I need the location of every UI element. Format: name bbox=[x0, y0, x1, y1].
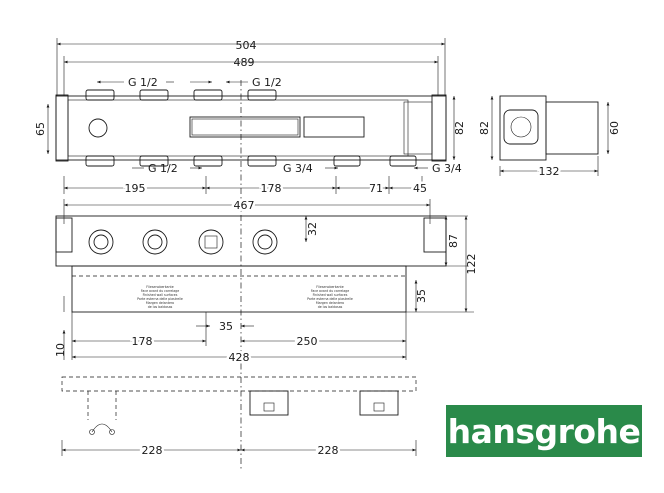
svg-text:Parte esterna delle piastrelle: Parte esterna delle piastrelle bbox=[137, 297, 183, 301]
side-port bbox=[503, 109, 539, 145]
dim-132: 132 bbox=[539, 165, 560, 178]
svg-text:de los baldosas: de los baldosas bbox=[318, 305, 343, 309]
svg-text:Margen delantero: Margen delantero bbox=[146, 301, 174, 305]
dim-82-top: 82 bbox=[453, 121, 466, 135]
dim-87: 87 bbox=[447, 234, 460, 248]
dim-178-front: 178 bbox=[132, 335, 153, 348]
dim-71: 71 bbox=[369, 182, 383, 195]
thread-label-bottom-far-right: G 3/4 bbox=[432, 162, 462, 175]
svg-text:Finished wall surfaces: Finished wall surfaces bbox=[313, 293, 348, 297]
dim-82-side: 82 bbox=[478, 121, 491, 135]
dim-65: 65 bbox=[34, 122, 47, 136]
dim-10: 10 bbox=[54, 343, 67, 357]
side-cartridge bbox=[545, 101, 599, 155]
dim-195: 195 bbox=[125, 182, 146, 195]
thread-label-top-left: G 1/2 bbox=[128, 76, 158, 89]
svg-text:Finished wall surfaces: Finished wall surfaces bbox=[143, 293, 178, 297]
dim-250: 250 bbox=[297, 335, 318, 348]
bracket-right bbox=[431, 94, 447, 162]
dim-35-vertical: 35 bbox=[415, 289, 428, 303]
dim-489: 489 bbox=[234, 56, 255, 69]
dim-228-left: 228 bbox=[142, 444, 163, 457]
side-view: 82 60 132 bbox=[478, 95, 621, 181]
thread-label-bottom-left: G 1/2 bbox=[148, 162, 178, 175]
valve-housing bbox=[55, 95, 447, 161]
outlet-block bbox=[403, 101, 433, 155]
svg-text:Fliesenoberkante: Fliesenoberkante bbox=[316, 285, 343, 289]
front-bracket-right bbox=[423, 217, 447, 253]
opening-left bbox=[189, 116, 301, 138]
front-housing bbox=[55, 215, 447, 267]
opening-left-inner bbox=[191, 118, 299, 136]
svg-text:Parte esterna delle piastrelle: Parte esterna delle piastrelle bbox=[307, 297, 353, 301]
dim-178-top: 178 bbox=[261, 182, 282, 195]
front-ports bbox=[88, 229, 278, 255]
dim-467: 467 bbox=[234, 199, 255, 212]
bottom-outline bbox=[61, 376, 417, 392]
side-body bbox=[499, 95, 547, 161]
opening-right bbox=[303, 116, 365, 138]
dim-228-right: 228 bbox=[318, 444, 339, 457]
plaster-label-group: Fliesenoberkante Face avant du carrelage… bbox=[137, 285, 353, 309]
front-view: 467 32 Fliesenoberkante Face avant du ca… bbox=[54, 197, 478, 367]
dim-45: 45 bbox=[413, 182, 427, 195]
hansgrohe-logo: hansgrohe bbox=[446, 405, 642, 457]
bracket-left bbox=[55, 94, 69, 162]
front-bracket-left bbox=[55, 217, 73, 253]
svg-text:Margen delantero: Margen delantero bbox=[316, 301, 344, 305]
dim-35-horizontal: 35 bbox=[219, 320, 233, 333]
dim-504: 504 bbox=[236, 39, 257, 52]
dim-60: 60 bbox=[608, 121, 621, 135]
inlet-ports-bottom bbox=[85, 155, 417, 167]
logo-text: hansgrohe bbox=[447, 411, 641, 451]
dim-32: 32 bbox=[306, 222, 319, 236]
housing-inner bbox=[67, 99, 409, 157]
plaster-guard bbox=[71, 265, 407, 313]
thread-label-bottom-right: G 3/4 bbox=[283, 162, 313, 175]
bottom-fixture-middle bbox=[249, 390, 289, 416]
bottom-fixture-right bbox=[359, 390, 399, 416]
bottom-fixture-left bbox=[87, 391, 117, 435]
inlet-ports-top bbox=[85, 89, 277, 101]
spindle bbox=[88, 118, 108, 138]
bottom-view: 228 228 bbox=[61, 376, 417, 460]
svg-text:Face avant du carrelage: Face avant du carrelage bbox=[311, 289, 349, 293]
svg-text:de los baldosas: de los baldosas bbox=[148, 305, 173, 309]
top-view: 504 489 G 1/2 G 1/2 bbox=[34, 38, 466, 470]
dim-122: 122 bbox=[465, 254, 478, 275]
dim-428: 428 bbox=[229, 351, 250, 364]
thread-label-top-right: G 1/2 bbox=[252, 76, 282, 89]
side-port-ring bbox=[510, 116, 532, 138]
svg-text:Face avant du carrelage: Face avant du carrelage bbox=[141, 289, 179, 293]
svg-text:Fliesenoberkante: Fliesenoberkante bbox=[146, 285, 173, 289]
